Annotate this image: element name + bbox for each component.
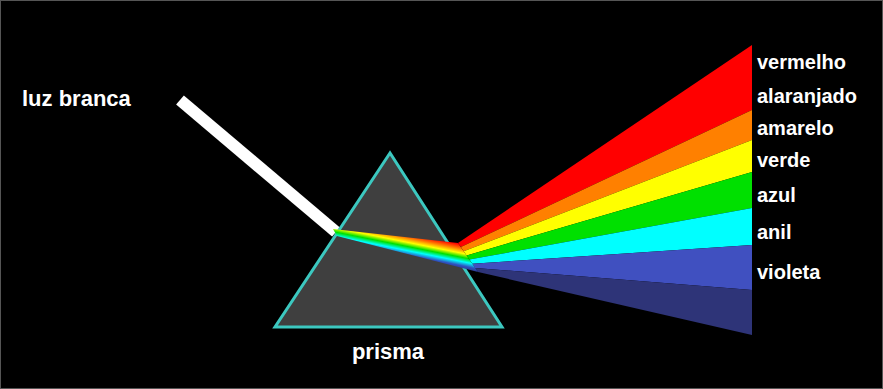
color-label: verde [757, 149, 810, 171]
light-label: luz branca [22, 87, 131, 111]
color-label: alaranjado [757, 85, 857, 107]
color-label: azul [757, 184, 796, 206]
color-label: anil [757, 221, 791, 243]
prism-label: prisma [352, 340, 424, 364]
color-label: violeta [757, 261, 820, 283]
refracted-beam [333, 229, 478, 272]
violet-band [475, 268, 752, 335]
color-label: amarelo [757, 117, 834, 139]
prism-triangle [275, 153, 502, 327]
white-light-beam [180, 100, 336, 232]
color-label: vermelho [757, 51, 846, 73]
